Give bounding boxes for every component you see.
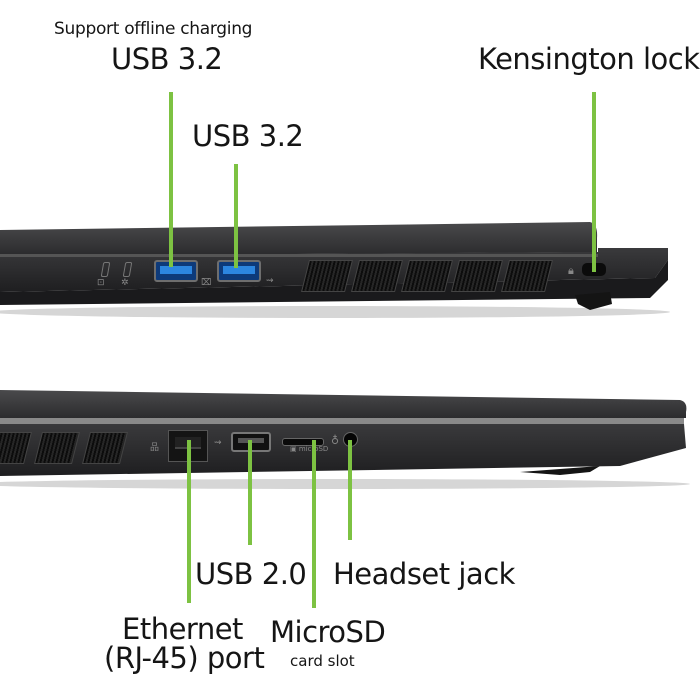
- usb32-charging-port: [154, 260, 198, 282]
- vent: [501, 260, 553, 292]
- microsd-caption: card slot: [290, 652, 355, 670]
- callout-line-ethernet: [187, 440, 191, 603]
- usb20-label: USB 2.0: [195, 557, 307, 591]
- usb32-charging-label: USB 3.2: [111, 42, 223, 76]
- laptop-right-side-view: 品 ⇝ ▣ microSD ♁: [0, 380, 700, 490]
- vent: [301, 260, 353, 292]
- usb32-label: USB 3.2: [192, 119, 304, 153]
- callout-line-microsd: [312, 440, 316, 608]
- callout-line-kensington: [592, 92, 596, 272]
- laptop-left-side-view: ⊡ ✲ ⌧ ⇝ 🔒︎: [0, 200, 700, 320]
- vent: [401, 260, 453, 292]
- power-led-icon: ✲: [121, 278, 129, 288]
- vent: [34, 432, 80, 464]
- vent: [451, 260, 503, 292]
- usb32-port: [217, 260, 261, 282]
- callout-line-headset: [348, 440, 352, 540]
- callout-line-usb32-charging: [169, 92, 173, 267]
- battery-led-icon: ⊡: [97, 278, 105, 288]
- headset-icon: ♁: [331, 434, 340, 447]
- vent: [351, 260, 403, 292]
- callout-line-usb20: [248, 440, 252, 545]
- usb-icon: ⇝: [214, 438, 222, 448]
- microsd-icon: ▣ microSD: [290, 445, 329, 453]
- ethernet-label-line2: (RJ-45) port: [104, 641, 265, 675]
- vent: [82, 432, 128, 464]
- kensington-lock-label: Kensington lock: [478, 42, 700, 76]
- headset-jack-label: Headset jack: [333, 557, 515, 591]
- lock-icon: 🔒︎: [568, 264, 574, 277]
- usb-icon: ⇝: [266, 276, 274, 286]
- ethernet-label-line1: Ethernet: [122, 612, 243, 646]
- microsd-slot: [282, 438, 324, 446]
- network-icon: 品: [150, 443, 160, 453]
- usb-charge-icon: ⌧: [201, 278, 212, 288]
- usb32-charging-caption: Support offline charging: [54, 19, 253, 39]
- microsd-label: MicroSD: [270, 615, 386, 649]
- callout-line-usb32: [234, 164, 238, 268]
